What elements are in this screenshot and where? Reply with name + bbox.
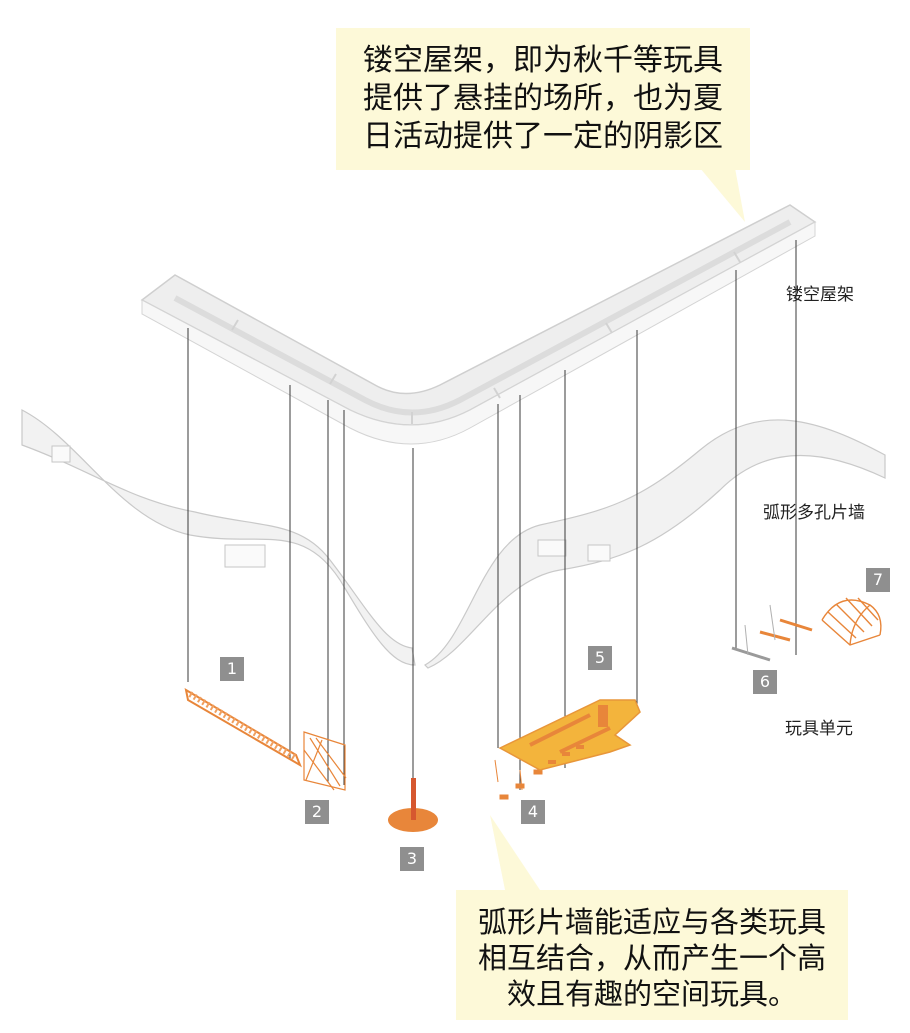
- roof-frame-ribs: [231, 251, 741, 424]
- curved-perforated-wall: [21, 409, 886, 669]
- label-hollow-roof: 镂空屋架: [786, 285, 854, 305]
- toy-number-5: 5: [588, 646, 612, 670]
- hollow-roof-frame: [140, 204, 817, 445]
- toy-number-2: 2: [305, 800, 329, 824]
- toy-4-stepping-posts: [494, 759, 543, 800]
- toy-number-4: 4: [521, 800, 545, 824]
- wall-ribbon-left: [21, 409, 416, 666]
- toy-6-swing-bars: [731, 604, 813, 662]
- label-curved-wall: 弧形多孔片墙: [763, 503, 865, 523]
- toy-units: [184, 597, 882, 832]
- callout-roof-tail: [700, 168, 745, 222]
- toy-3-spinning-disc: [388, 778, 438, 832]
- callout-wall: 弧形片墙能适应与各类玩具 相互结合，从而产生一个高 效且有趣的空间玩具。: [456, 890, 848, 1020]
- toy-7-arch-tunnel: [821, 597, 882, 646]
- suspension-cables: [187, 240, 797, 810]
- wall-openings: [51, 445, 611, 568]
- callout-wall-tail: [490, 815, 540, 890]
- toy-number-7: 7: [866, 568, 890, 592]
- toy-5-play-platform: [498, 699, 641, 771]
- toy-2-rope-grid: [303, 731, 347, 791]
- roof-frame-side: [141, 221, 816, 445]
- toy-number-3: 3: [400, 847, 424, 871]
- toy-1-net-bridge: [184, 687, 303, 768]
- wall-ribbon-right: [424, 419, 886, 669]
- toy-number-6: 6: [753, 670, 777, 694]
- callout-roof: 镂空屋架，即为秋千等玩具 提供了悬挂的场所，也为夏 日活动提供了一定的阴影区: [336, 28, 750, 170]
- label-toy-units: 玩具单元: [785, 719, 853, 739]
- toy-number-1: 1: [220, 657, 244, 681]
